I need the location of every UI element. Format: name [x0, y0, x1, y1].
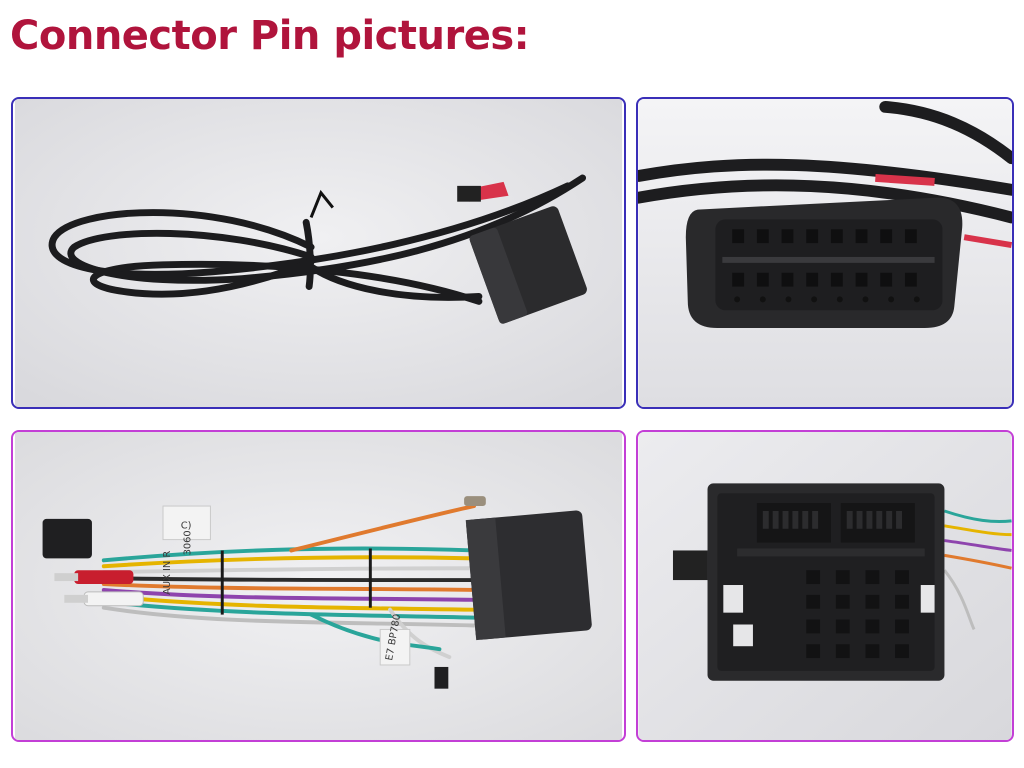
photo-quadlock-connector: [636, 430, 1014, 742]
code-label-1: 3060: [183, 530, 194, 555]
coiled-cable-illustration: [14, 99, 623, 407]
photo-obd-connector: [636, 97, 1014, 409]
photo-coiled-cable: [11, 97, 626, 409]
wiring-harness-illustration: AUX IN R 3060 C) E7 BP780: [14, 432, 623, 740]
aux-label: AUX IN R: [162, 551, 173, 595]
photo-wiring-harness: AUX IN R 3060 C) E7 BP780: [11, 430, 626, 742]
obd-connector-illustration: [638, 99, 1012, 407]
page-title: Connector Pin pictures:: [10, 13, 530, 59]
quadlock-connector-illustration: [638, 432, 1012, 740]
code-label-3: C): [181, 521, 192, 532]
